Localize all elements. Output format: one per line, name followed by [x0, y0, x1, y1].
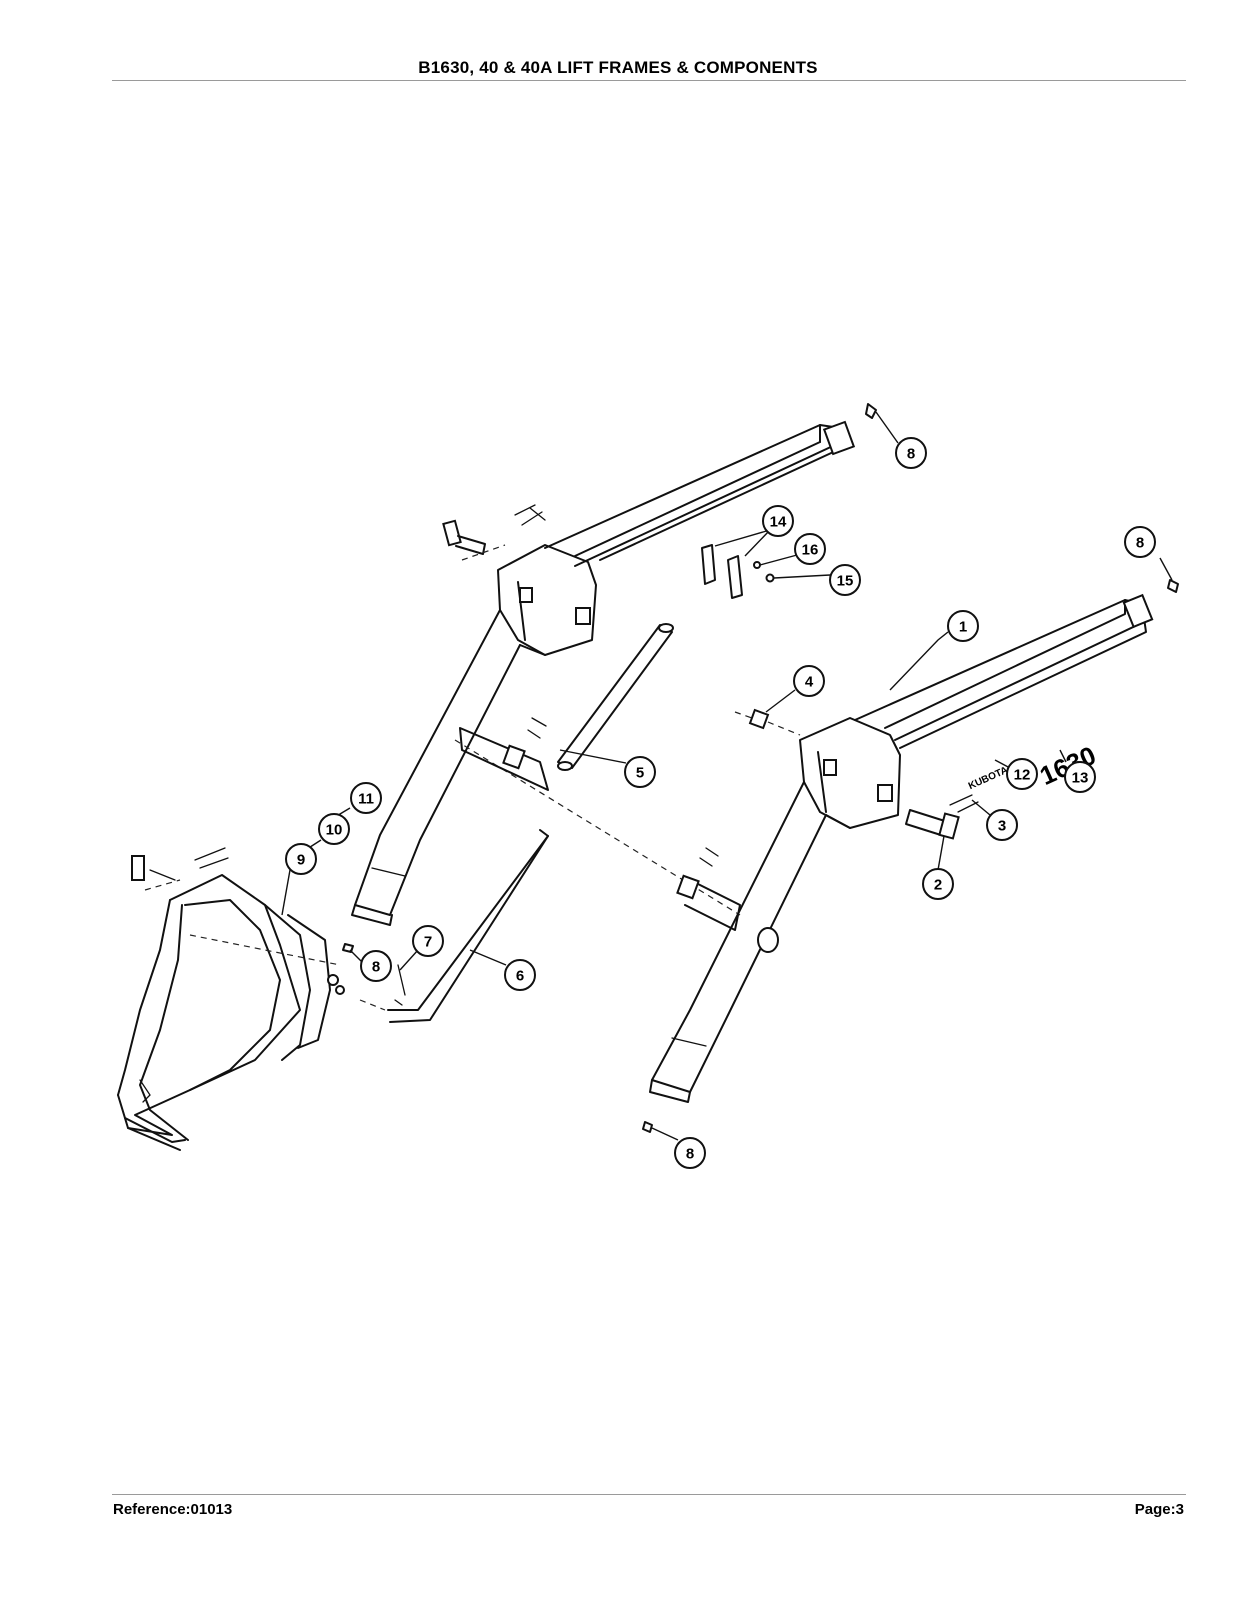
- page-title: B1630, 40 & 40A LIFT FRAMES & COMPONENTS: [418, 58, 818, 77]
- cylinder-6: [359, 829, 549, 1023]
- svg-text:8: 8: [907, 446, 915, 463]
- callout-2: 2: [922, 868, 954, 900]
- svg-text:10: 10: [326, 822, 343, 839]
- callout-8-top: 8: [895, 437, 927, 469]
- svg-text:15: 15: [837, 573, 854, 590]
- bushing-4: [734, 708, 801, 736]
- callout-16: 16: [794, 533, 826, 565]
- svg-text:11: 11: [358, 791, 374, 808]
- header-divider: [112, 80, 1186, 81]
- svg-text:13: 13: [1072, 770, 1089, 787]
- svg-text:3: 3: [998, 818, 1006, 835]
- bucket-pivot-hardware: [327, 974, 345, 995]
- svg-text:12: 12: [1014, 767, 1031, 784]
- brand-decal: KUBOTA: [967, 765, 1010, 792]
- svg-text:14: 14: [770, 514, 787, 531]
- callout-1: 1: [947, 610, 979, 642]
- svg-text:9: 9: [297, 852, 305, 869]
- svg-text:5: 5: [636, 765, 644, 782]
- callout-8-bottom: 8: [674, 1137, 706, 1169]
- svg-text:8: 8: [1136, 535, 1144, 552]
- callout-11: 11: [350, 782, 382, 814]
- callout-5: 5: [624, 756, 656, 788]
- callout-10: 10: [318, 813, 350, 845]
- callout-13: 13: [1064, 761, 1096, 793]
- cylinder-5: [557, 623, 674, 771]
- callout-9: 9: [285, 843, 317, 875]
- top-pin-hardware: [442, 504, 546, 561]
- bolt-hardware-8: [342, 403, 1179, 1133]
- bracket-hardware-14: [701, 544, 775, 599]
- callout-14: 14: [762, 505, 794, 537]
- bucket: [117, 847, 341, 1151]
- leader-lines: [281, 411, 1173, 1141]
- callout-8-right: 8: [1124, 526, 1156, 558]
- callout-4: 4: [793, 665, 825, 697]
- svg-text:6: 6: [516, 968, 524, 985]
- pin-2-hardware: [905, 794, 979, 840]
- callout-8-bucket: 8: [360, 950, 392, 982]
- callout-15: 15: [829, 564, 861, 596]
- page-number: Page:3: [1134, 1501, 1184, 1518]
- cross-tube: [454, 717, 741, 931]
- svg-text:7: 7: [424, 934, 432, 951]
- reference-number: Reference:01013: [113, 1501, 233, 1518]
- svg-text:2: 2: [934, 877, 942, 894]
- callout-3: 3: [986, 809, 1018, 841]
- callout-7: 7: [412, 925, 444, 957]
- callout-6: 6: [504, 959, 536, 991]
- callout-12: 12: [1006, 758, 1038, 790]
- footer-divider: [112, 1494, 1186, 1495]
- svg-text:1: 1: [959, 619, 967, 636]
- left-lift-arm: [351, 420, 856, 926]
- svg-text:8: 8: [686, 1146, 694, 1163]
- svg-text:8: 8: [372, 959, 380, 976]
- right-lift-arm: [649, 593, 1154, 1103]
- svg-text:4: 4: [805, 674, 814, 691]
- svg-text:16: 16: [802, 542, 819, 559]
